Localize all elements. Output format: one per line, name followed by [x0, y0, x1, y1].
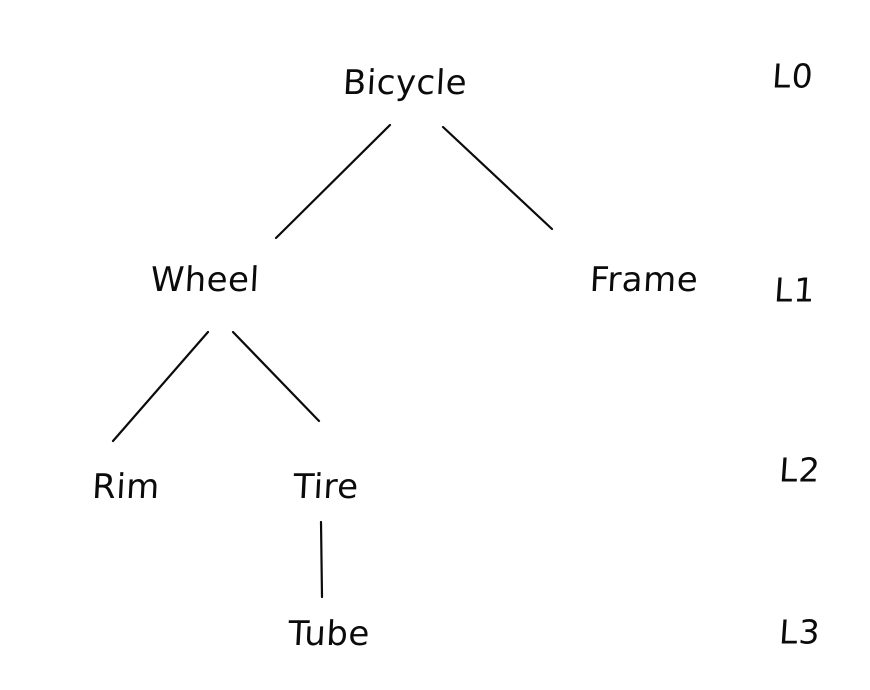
- level-label-l1: L1: [772, 270, 818, 310]
- node-rim[interactable]: Rim: [91, 467, 161, 507]
- edge-wheel-to-tire: [231, 330, 321, 423]
- node-wheel[interactable]: Wheel: [149, 260, 261, 300]
- level-label-l2: L2: [777, 450, 823, 490]
- level-label-l3: L3: [777, 612, 823, 652]
- level-label-l0: L0: [770, 56, 816, 96]
- edge-wheel-to-rim: [111, 330, 210, 443]
- node-frame[interactable]: Frame: [588, 260, 700, 300]
- edge-bicycle-to-wheel: [274, 123, 392, 240]
- edge-tire-to-tube: [319, 520, 324, 599]
- node-tire[interactable]: Tire: [292, 467, 360, 507]
- node-bicycle[interactable]: Bicycle: [341, 63, 469, 103]
- node-tube[interactable]: Tube: [287, 614, 371, 654]
- edge-bicycle-to-frame: [441, 125, 554, 231]
